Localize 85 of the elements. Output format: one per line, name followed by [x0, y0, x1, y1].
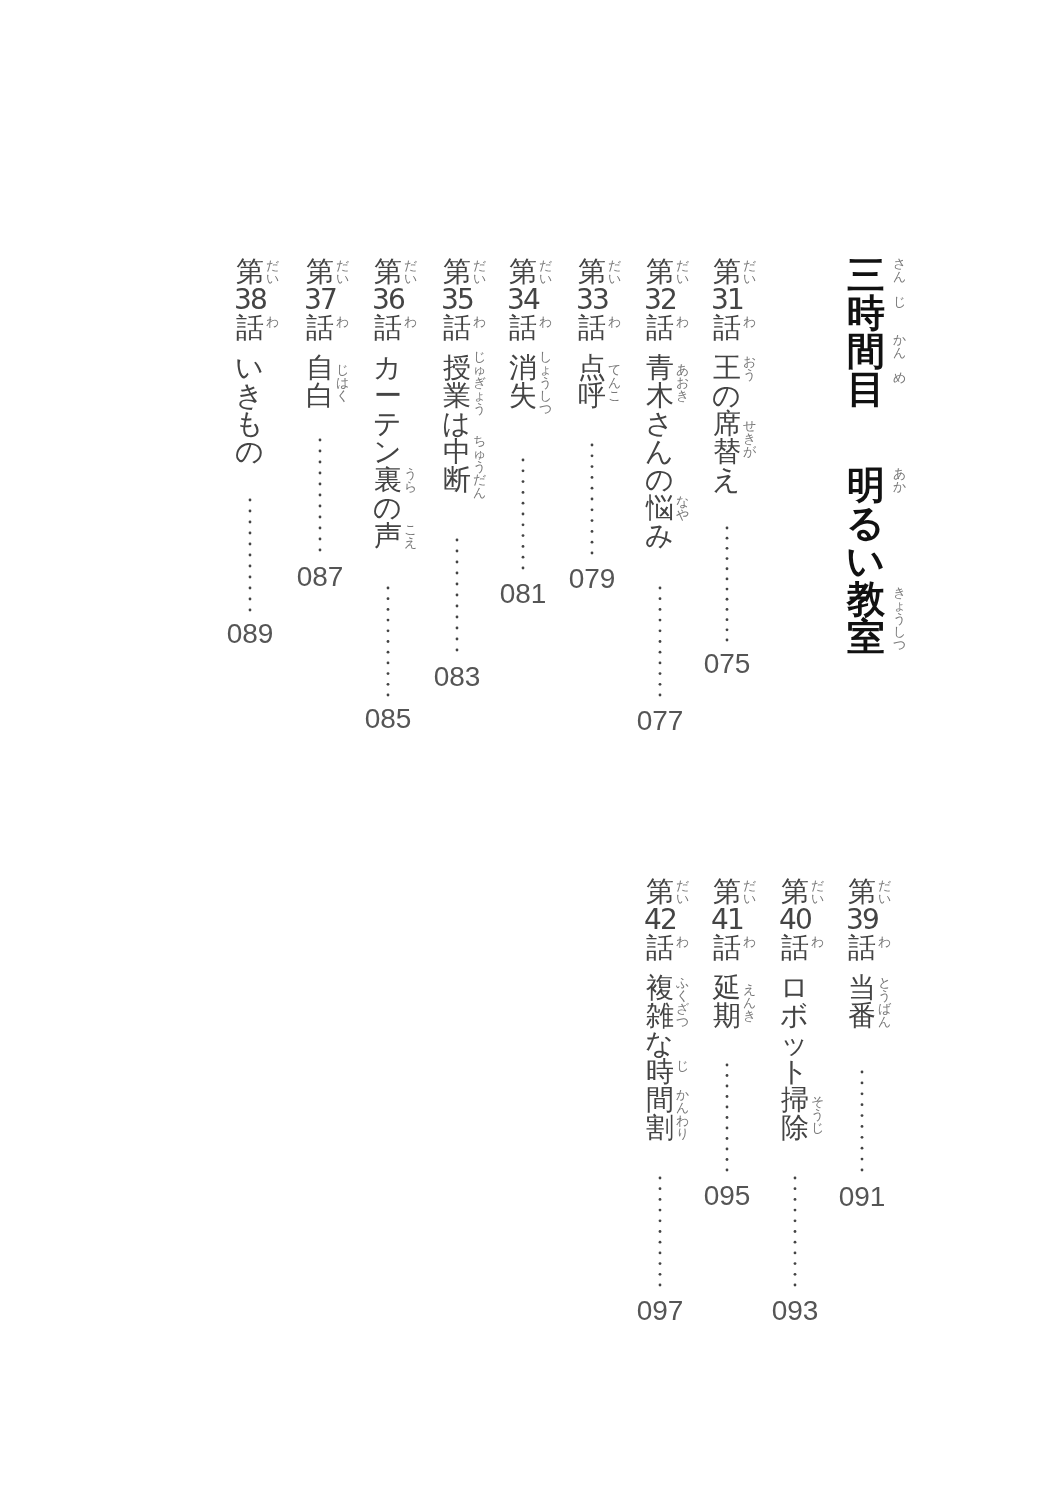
chapter-title: 青木さんの悩み — [644, 354, 676, 550]
furigana: だい — [810, 879, 826, 905]
chapter-title: 点呼 — [577, 354, 607, 410]
furigana: おう — [742, 355, 758, 381]
furigana: こえ — [403, 523, 419, 549]
furigana: じゅぎょう — [472, 349, 488, 415]
furigana: ふくざつ — [675, 976, 691, 1028]
furigana: わ — [675, 935, 691, 948]
chapter-number: 第37話 — [303, 258, 337, 342]
furigana: なや — [675, 495, 691, 521]
chapter-title: ロボット掃除 — [779, 974, 811, 1142]
chapter-title: いきもの — [234, 354, 266, 466]
furigana: わ — [607, 315, 623, 328]
chapter-title: 消失 — [508, 354, 538, 410]
page-number: 077 — [636, 707, 684, 735]
furigana: とうばん — [877, 976, 893, 1028]
furigana: だい — [472, 259, 488, 285]
furigana: きょうしつ — [892, 585, 908, 651]
furigana: だい — [742, 879, 758, 905]
chapter-title: 授業は中断 — [441, 354, 473, 494]
furigana: だい — [403, 259, 419, 285]
page-number: 097 — [636, 1297, 684, 1325]
section-title: 明るい教室 — [845, 466, 887, 656]
chapter-number: 第38話 — [233, 258, 267, 342]
furigana: じ — [892, 295, 908, 308]
furigana: だい — [675, 259, 691, 285]
furigana: かん — [892, 333, 908, 359]
chapter-title: カーテン裏の声 — [372, 354, 404, 550]
page-number: 083 — [433, 663, 481, 691]
page-number: 075 — [703, 650, 751, 678]
chapter-number: 第32話 — [643, 258, 677, 342]
furigana: だい — [538, 259, 554, 285]
furigana: しょうしつ — [538, 349, 554, 415]
chapter-number: 第42話 — [643, 878, 677, 962]
page-number: 079 — [568, 565, 616, 593]
chapter-title: 複雑な時間割 — [644, 974, 676, 1142]
page-number: 093 — [771, 1297, 819, 1325]
furigana: だい — [265, 259, 281, 285]
page-number: 085 — [364, 705, 412, 733]
furigana: だい — [742, 259, 758, 285]
furigana: てんこ — [607, 362, 623, 402]
furigana: あおき — [675, 362, 691, 402]
furigana: だい — [675, 879, 691, 905]
page-number: 091 — [838, 1183, 886, 1211]
furigana: えんき — [742, 982, 758, 1022]
furigana: だい — [607, 259, 623, 285]
page-number: 081 — [499, 580, 547, 608]
furigana: わ — [742, 935, 758, 948]
page-number: 095 — [703, 1182, 751, 1210]
furigana: ちゅうだん — [472, 433, 488, 499]
chapter-number: 第35話 — [440, 258, 474, 342]
chapter-title: 王の席替え — [711, 354, 743, 494]
furigana: わ — [538, 315, 554, 328]
furigana: せきが — [742, 418, 758, 458]
page-number: 089 — [226, 620, 274, 648]
furigana: わ — [472, 315, 488, 328]
chapter-number: 第34話 — [506, 258, 540, 342]
chapter-number: 第33話 — [575, 258, 609, 342]
chapter-number: 第39話 — [845, 878, 879, 962]
furigana: うら — [403, 467, 419, 493]
furigana: さん — [892, 257, 908, 283]
furigana: わ — [742, 315, 758, 328]
chapter-title: 延期 — [712, 974, 742, 1030]
furigana: わ — [877, 935, 893, 948]
chapter-number: 第31話 — [710, 258, 744, 342]
chapter-number: 第40話 — [778, 878, 812, 962]
furigana: め — [892, 371, 908, 384]
page-number: 087 — [296, 563, 344, 591]
furigana: わ — [403, 315, 419, 328]
furigana: だい — [877, 879, 893, 905]
furigana: わ — [810, 935, 826, 948]
furigana: かんわり — [675, 1088, 691, 1140]
chapter-title: 自白 — [305, 354, 335, 410]
furigana: だい — [335, 259, 351, 285]
furigana: じ — [675, 1059, 691, 1072]
furigana: わ — [335, 315, 351, 328]
chapter-number: 第36話 — [371, 258, 405, 342]
chapter-number: 第41話 — [710, 878, 744, 962]
section-title: 三時間目 — [846, 256, 886, 408]
furigana: じはく — [335, 362, 351, 402]
chapter-title: 当番 — [847, 974, 877, 1030]
furigana: わ — [265, 315, 281, 328]
furigana: あか — [892, 467, 908, 493]
furigana: そうじ — [810, 1094, 826, 1134]
furigana: わ — [675, 315, 691, 328]
